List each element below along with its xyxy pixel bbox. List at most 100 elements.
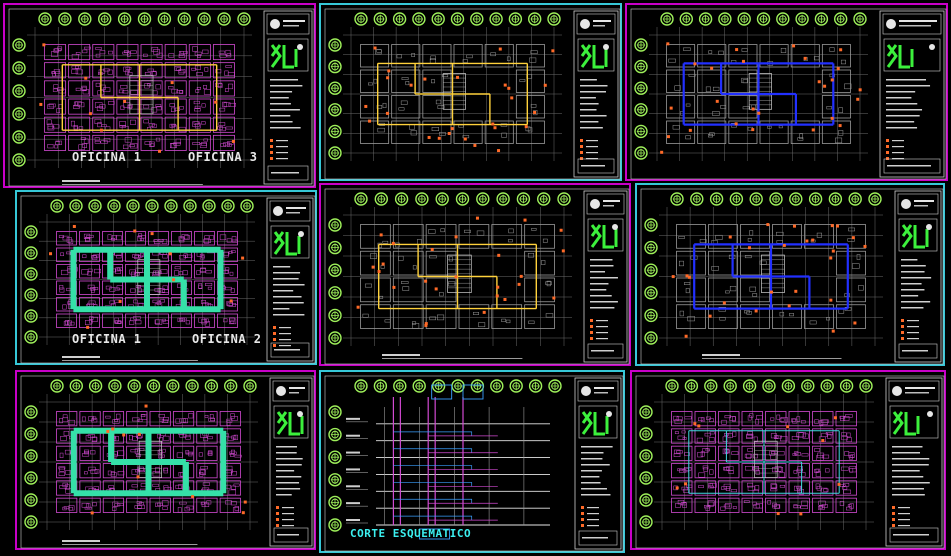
tree-symbol [868, 192, 882, 206]
tree-symbol [639, 449, 653, 463]
piping-network [70, 427, 227, 497]
tree-symbol [328, 59, 342, 74]
plan-caption [62, 180, 203, 185]
drawing-sheet-s7[interactable] [15, 370, 316, 550]
structural-grid [343, 27, 562, 161]
tree-symbol [644, 286, 658, 300]
drawing-sheet-s6[interactable] [635, 183, 945, 366]
sheet-frame [20, 195, 316, 364]
tree-symbol [50, 379, 64, 393]
tree-symbol [737, 12, 751, 26]
tree-symbol [328, 218, 342, 232]
tree-symbol [164, 199, 178, 213]
tree-symbol [639, 515, 653, 529]
tree-symbol [394, 192, 409, 206]
tree-symbol [328, 518, 342, 532]
sheet-frame [20, 375, 315, 549]
tree-symbol [328, 146, 342, 160]
tree-symbol [547, 12, 561, 26]
tree-symbol [795, 12, 809, 26]
tree-symbol [24, 449, 38, 463]
tree-symbol [97, 12, 112, 26]
tree-symbol [69, 199, 83, 213]
drawing-sheet-s9[interactable] [630, 370, 946, 550]
tree-symbol [665, 379, 679, 393]
drawing-sheet-s2[interactable] [319, 3, 622, 181]
tree-symbol [801, 379, 815, 393]
drawing-sheet-s8[interactable]: CORTE ESQUEMATICO [319, 370, 625, 553]
tree-symbol [634, 59, 648, 74]
tree-symbol [776, 12, 790, 26]
tree-symbol [328, 103, 342, 117]
fixture-markers [39, 43, 235, 153]
drawing-sheet-s3[interactable] [625, 3, 948, 181]
sheet-frame [635, 375, 945, 549]
tree-symbol [634, 81, 648, 95]
piping-network [688, 430, 840, 494]
tree-symbol [848, 192, 862, 206]
tree-symbol [157, 12, 172, 26]
sheet-label: OFICINA 3 [188, 150, 258, 164]
title-block [879, 10, 945, 178]
tree-symbol [415, 192, 429, 206]
tree-symbol [145, 199, 159, 213]
section-drawing [346, 384, 550, 540]
tree-symbol [639, 471, 653, 485]
tree-symbol [373, 12, 387, 26]
tree-symbol [202, 199, 216, 213]
tree-symbol [528, 379, 543, 393]
tree-symbol [496, 192, 510, 206]
tree-symbol [723, 379, 737, 393]
drawing-sheet-s5[interactable] [319, 183, 631, 366]
tree-symbol [698, 12, 713, 26]
title-block [583, 190, 628, 363]
title-block [574, 377, 622, 550]
tree-symbol [328, 427, 342, 442]
tree-symbol [328, 495, 342, 510]
sheet-frame [324, 375, 624, 552]
tree-symbol [820, 379, 834, 393]
tree-symbol [24, 493, 38, 507]
tree-symbol [24, 309, 38, 323]
tree-symbol [412, 12, 426, 26]
tree-symbol [634, 38, 648, 52]
sheet-label: OFICINA 2 [192, 332, 262, 346]
tree-symbol [557, 192, 571, 206]
tree-symbol [38, 12, 52, 26]
tree-symbol [12, 153, 26, 167]
tree-symbol [107, 199, 121, 213]
tree-symbol [644, 308, 658, 323]
fixture-markers [660, 42, 862, 154]
piping-network [693, 243, 849, 310]
tree-symbol [679, 12, 693, 26]
tree-symbol [24, 515, 38, 529]
fixture-markers [671, 223, 867, 338]
tree-symbol [328, 81, 342, 95]
tree-symbol [789, 192, 803, 206]
title-block [573, 10, 619, 178]
tree-symbol [126, 199, 140, 213]
tree-symbol [808, 192, 823, 206]
tree-symbol [833, 12, 848, 26]
drawing-sheet-s4[interactable]: OFICINA 1 OFICINA 2 [15, 190, 317, 365]
tree-symbol [639, 405, 653, 419]
piping-network [61, 64, 218, 131]
fixture-markers [49, 224, 245, 329]
tree-symbol [328, 405, 342, 419]
tree-symbol [146, 379, 161, 393]
tree-symbol [431, 379, 446, 393]
floor-plan-rooms [666, 44, 852, 144]
tree-symbol [12, 61, 26, 75]
tree-symbol [177, 12, 192, 26]
fixture-markers [90, 404, 247, 515]
tree-symbol [127, 379, 141, 393]
tree-symbol [328, 263, 342, 277]
tree-symbol [769, 192, 783, 206]
tree-symbol [204, 379, 219, 393]
tree-symbol [644, 218, 658, 232]
tree-symbol [781, 379, 796, 393]
tree-symbol [58, 12, 72, 26]
tree-symbol [435, 192, 449, 206]
sheet-label: OFICINA 1 [72, 332, 142, 346]
